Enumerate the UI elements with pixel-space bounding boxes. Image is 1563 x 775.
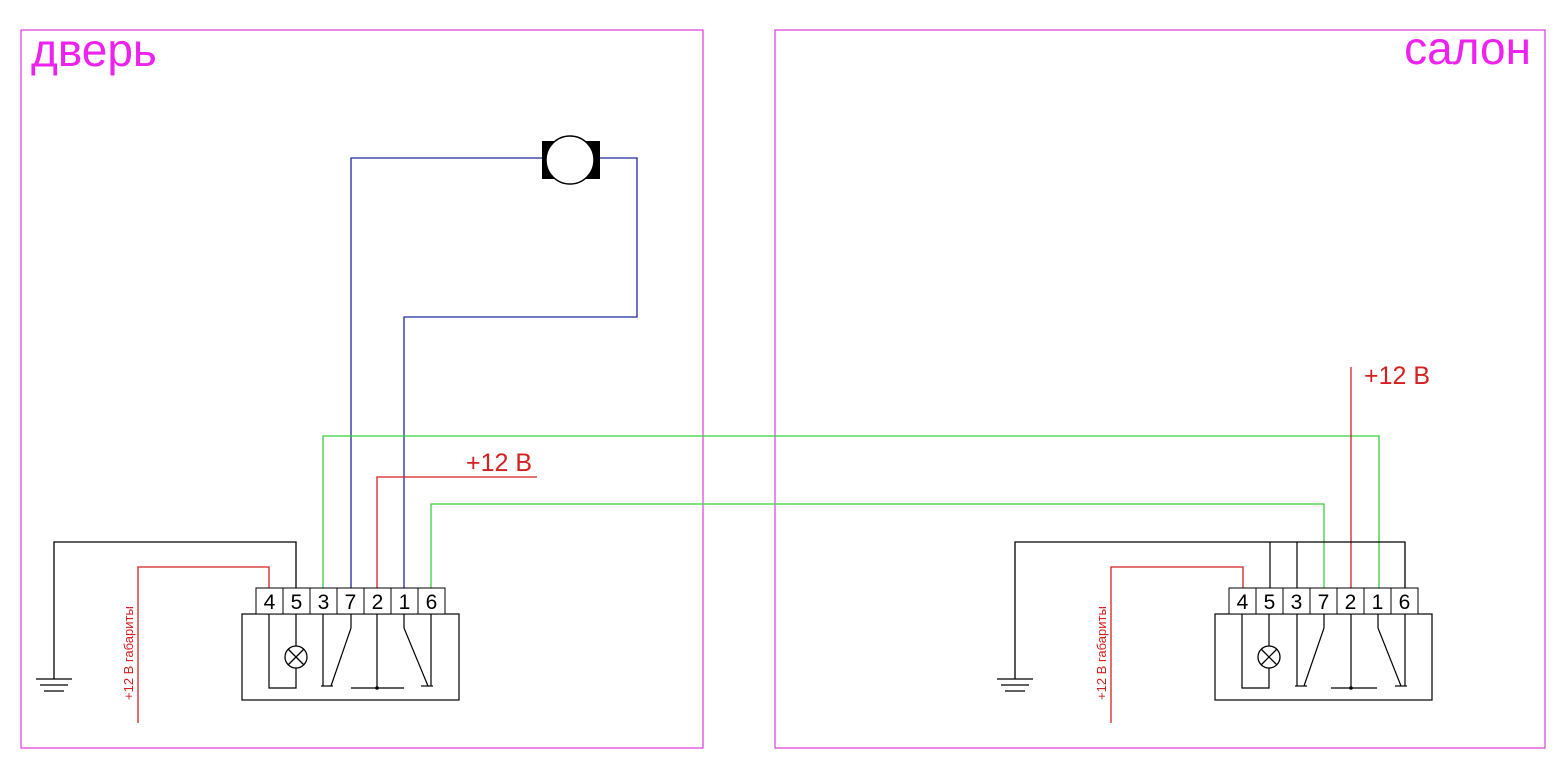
cabin-lamp-loop <box>1241 614 1270 689</box>
green-wire-pin6-to-cabin-pin7 <box>430 503 1325 588</box>
door-panel-title: дверь <box>31 24 157 76</box>
door-ground-wire <box>53 541 297 679</box>
cabin-pin-header: 4 5 3 7 2 1 6 <box>1228 587 1419 615</box>
door-pin-label: 4 <box>264 591 276 614</box>
motor-icon <box>542 135 600 185</box>
motor-wire-to-pin-1 <box>403 157 638 588</box>
cabin-pin-label: 5 <box>1264 591 1276 614</box>
cabin-side-light-wire <box>1110 566 1244 723</box>
door-pin-header: 4 5 3 7 2 1 6 <box>255 587 446 615</box>
door-lamp-loop <box>268 614 297 689</box>
cabin-ground-wire <box>1014 541 1406 679</box>
door-side-light-wire <box>137 566 270 723</box>
door-pin-label: 2 <box>372 591 384 614</box>
cabin-pin-label: 2 <box>1345 591 1357 614</box>
door-pin-label: 1 <box>399 591 411 614</box>
cabin-pin-label: 7 <box>1318 591 1330 614</box>
door-side-light-label: +12 В габариты <box>121 606 136 700</box>
door-panel-frame <box>20 29 704 749</box>
door-switch-contacts <box>321 614 433 690</box>
cabin-pin-label: 6 <box>1399 591 1411 614</box>
green-wire-pin3-to-cabin-pin1 <box>322 435 1380 588</box>
door-pin-label: 7 <box>345 591 357 614</box>
motor-wire-to-pin-7 <box>350 157 542 588</box>
door-supply-label: +12 В <box>466 449 532 477</box>
door-supply-wire <box>376 476 537 588</box>
lamp-icon <box>284 645 308 669</box>
cabin-pin-label: 3 <box>1291 591 1303 614</box>
cabin-switch-contacts <box>1295 614 1407 690</box>
lamp-icon <box>1257 645 1281 669</box>
cabin-pin-label: 4 <box>1237 591 1249 614</box>
ground-icon <box>36 678 72 692</box>
cabin-supply-label: +12 В <box>1364 362 1430 390</box>
door-pin-label: 6 <box>426 591 438 614</box>
door-pin-label: 5 <box>291 591 303 614</box>
cabin-pin-label: 1 <box>1372 591 1384 614</box>
cabin-panel-title: салон <box>1404 22 1531 74</box>
cabin-panel-frame <box>774 29 1546 749</box>
cabin-side-light-label: +12 В габариты <box>1094 606 1109 700</box>
door-pin-label: 3 <box>318 591 330 614</box>
ground-icon <box>997 678 1033 692</box>
